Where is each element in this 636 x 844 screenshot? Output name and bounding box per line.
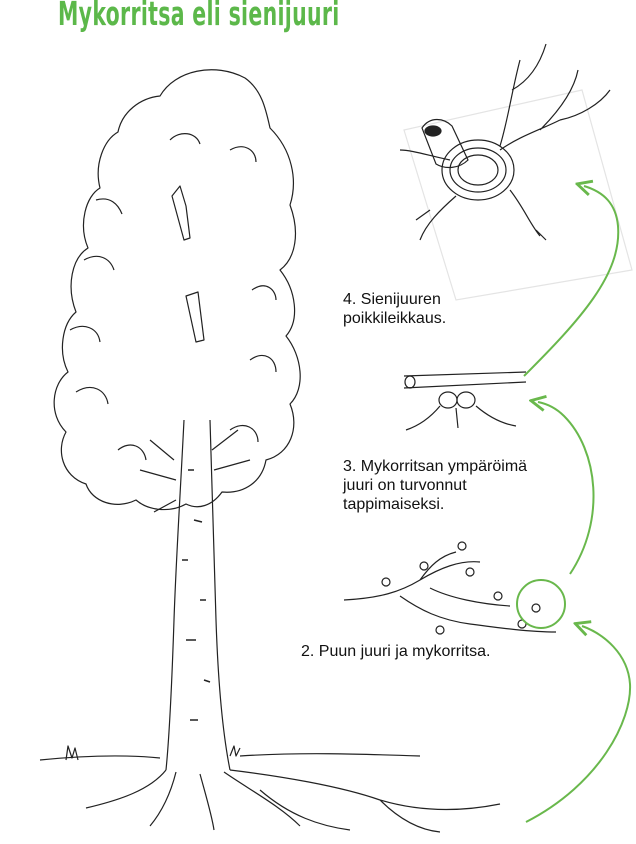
step-4-line-1: 4. Sienijuuren xyxy=(343,290,543,309)
step-3-label: 3. Mykorritsan ympäröimä juuri on turvon… xyxy=(343,457,543,514)
arrow-step3-to-step4 xyxy=(524,186,618,376)
step-2-label: 2. Puun juuri ja mykorritsa. xyxy=(301,642,631,661)
tree-trunk xyxy=(166,420,230,770)
root-cross-section-illustration xyxy=(400,44,632,300)
tree-crown xyxy=(54,70,300,510)
fungal-mantle xyxy=(442,140,514,200)
tree-roots xyxy=(86,770,500,832)
step-4-label: 4. Sienijuuren poikkileikkaus. xyxy=(343,290,543,328)
step-3-line-1: 3. Mykorritsan ympäröimä xyxy=(343,457,543,476)
step-4-line-2: poikkileikkaus. xyxy=(343,309,543,328)
arrow-step2-to-step3 xyxy=(538,402,594,574)
step-2-line-1: 2. Puun juuri ja mykorritsa. xyxy=(301,642,631,661)
birch-tree-illustration xyxy=(40,70,500,832)
highlight-circle xyxy=(517,580,565,628)
step-3-line-2: juuri on turvonnut xyxy=(343,476,543,495)
swollen-root-illustration xyxy=(404,372,526,430)
step-3-line-3: tappimaiseksi. xyxy=(343,495,543,514)
